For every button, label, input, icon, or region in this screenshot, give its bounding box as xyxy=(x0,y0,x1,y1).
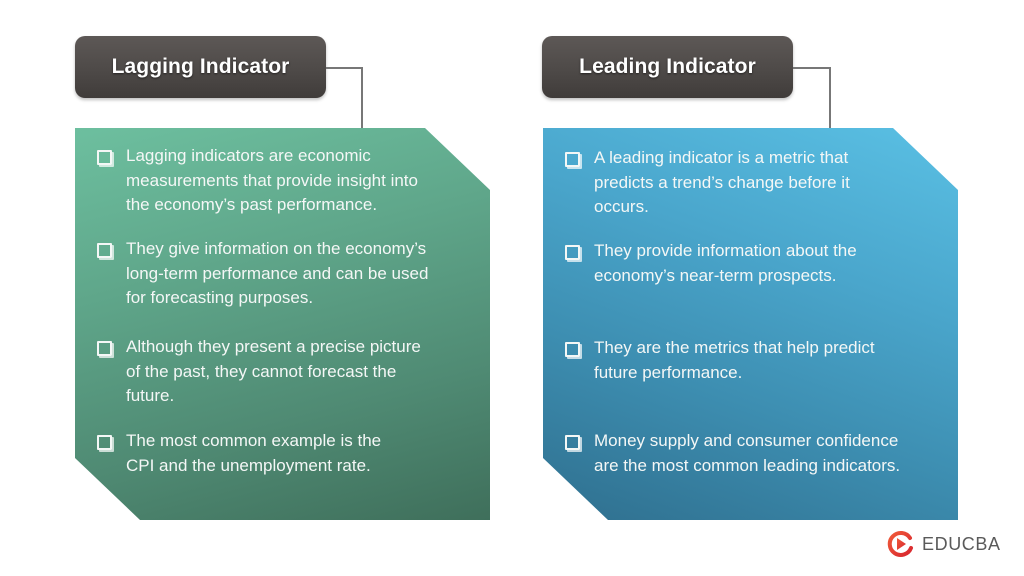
lagging-indicator-title: Lagging Indicator xyxy=(111,55,290,78)
lagging-indicator-panel: Lagging indicators are economic measurem… xyxy=(75,128,490,520)
leading-indicator-title: Leading Indicator xyxy=(579,55,756,78)
bullet-text: Money supply and consumer confidence are… xyxy=(594,431,901,475)
lagging-bullet-3: Although they present a precise picture … xyxy=(97,335,421,409)
leading-indicator-panel: A leading indicator is a metric that pre… xyxy=(543,128,958,520)
bullet-text: They provide information about the econo… xyxy=(594,241,857,285)
educba-logo-icon xyxy=(887,530,913,557)
educba-logo: EDUCBA xyxy=(886,530,1001,558)
bullet-text: They are the metrics that help predict f… xyxy=(594,338,875,382)
bullet-text: They give information on the economy’s l… xyxy=(126,239,429,307)
right-connector-horizontal xyxy=(793,67,831,69)
checkbox-bullet-icon xyxy=(97,435,112,450)
leading-indicator-header: Leading Indicator xyxy=(542,36,793,98)
bullet-text: A leading indicator is a metric that pre… xyxy=(594,148,850,216)
lagging-indicator-header: Lagging Indicator xyxy=(75,36,326,98)
checkbox-bullet-icon xyxy=(97,341,112,356)
bullet-text: Although they present a precise picture … xyxy=(126,337,421,405)
right-connector-vertical xyxy=(829,67,831,128)
checkbox-bullet-icon xyxy=(97,243,112,258)
leading-bullet-1: A leading indicator is a metric that pre… xyxy=(565,146,850,220)
lagging-bullet-4: The most common example is the CPI and t… xyxy=(97,429,381,478)
left-connector-vertical xyxy=(361,67,363,128)
checkbox-bullet-icon xyxy=(565,435,580,450)
checkbox-bullet-icon xyxy=(565,342,580,357)
leading-bullet-4: Money supply and consumer confidence are… xyxy=(565,429,900,478)
leading-bullet-2: They provide information about the econo… xyxy=(565,239,857,288)
checkbox-bullet-icon xyxy=(97,150,112,165)
lagging-bullet-1: Lagging indicators are economic measurem… xyxy=(97,144,418,218)
checkbox-bullet-icon xyxy=(565,152,580,167)
educba-logo-text: EDUCBA xyxy=(922,533,1001,554)
lagging-bullet-2: They give information on the economy’s l… xyxy=(97,237,428,311)
left-connector-horizontal xyxy=(326,67,363,69)
bullet-text: Lagging indicators are economic measurem… xyxy=(126,146,418,214)
leading-bullet-3: They are the metrics that help predict f… xyxy=(565,336,875,385)
bullet-text: The most common example is the CPI and t… xyxy=(126,431,382,475)
checkbox-bullet-icon xyxy=(565,245,580,260)
